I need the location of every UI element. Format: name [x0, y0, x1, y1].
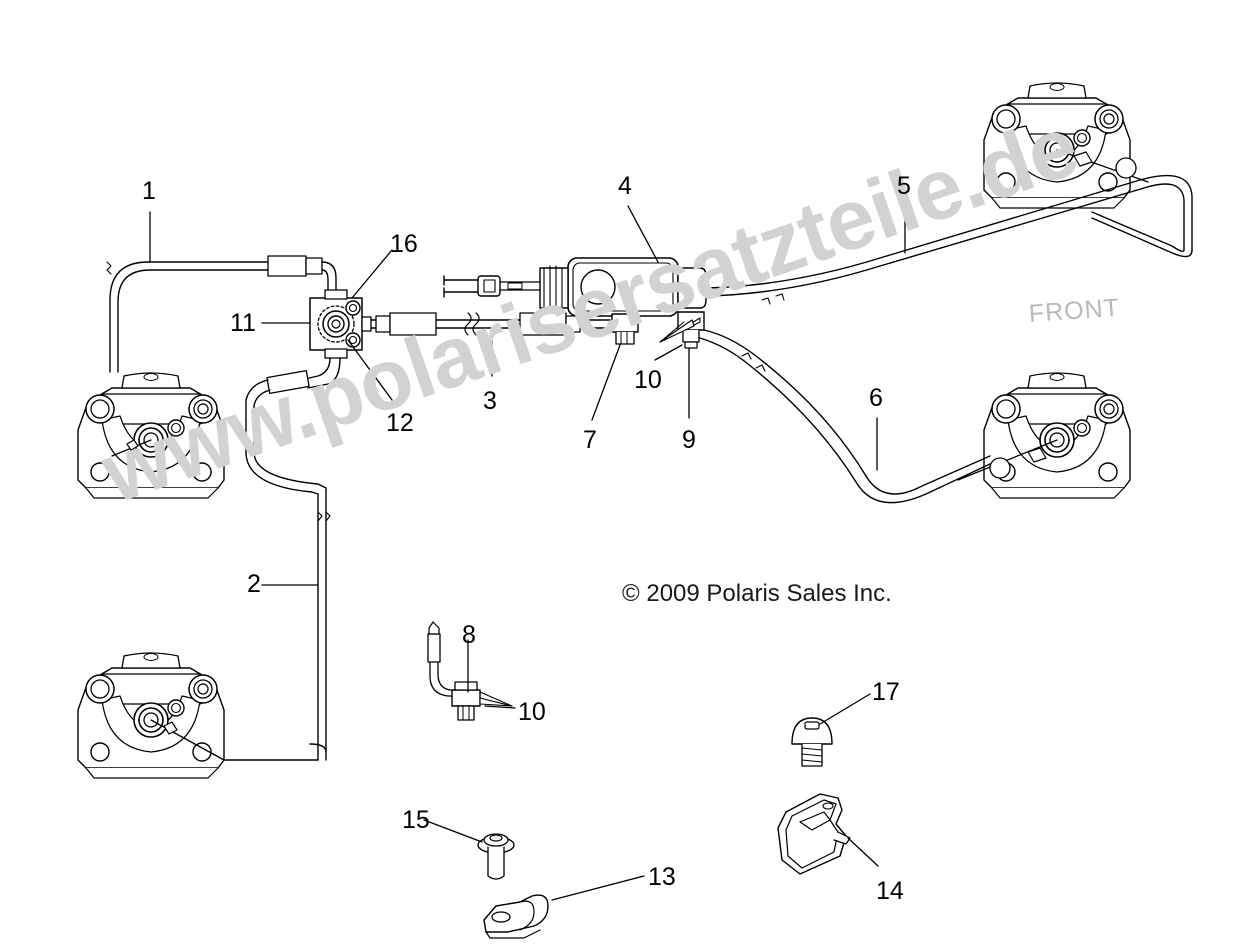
front-right-caliper [983, 82, 1149, 209]
callout-number-6: 6 [869, 384, 883, 412]
callout-number-10b: 10 [518, 698, 546, 726]
callout-number-1: 1 [142, 177, 156, 205]
callout-number-11: 11 [230, 309, 256, 337]
callout-number-4: 4 [618, 172, 632, 200]
callout-leaders [149, 205, 906, 901]
callout-number-5: 5 [897, 172, 911, 200]
rear-right-caliper [957, 372, 1131, 499]
callout-number-14: 14 [876, 877, 904, 905]
brake-line-5 [705, 174, 1193, 305]
leader-line-10b [484, 705, 516, 709]
front-left-caliper [77, 372, 225, 499]
cable-clamp-13 [483, 894, 549, 939]
callout-number-13: 13 [648, 863, 676, 891]
callout-number-8: 8 [462, 621, 476, 649]
leader-line-16 [351, 249, 393, 299]
leader-line-7 [591, 344, 621, 421]
master-cylinder [443, 257, 707, 349]
button-head-bolt-17 [791, 717, 833, 767]
copyright-notice: © 2009 Polaris Sales Inc. [622, 580, 892, 607]
mounting-bracket-14 [777, 793, 851, 875]
leader-line-17 [819, 693, 871, 725]
callout-number-15: 15 [402, 806, 430, 834]
callout-number-9: 9 [682, 426, 696, 454]
leader-line-14 [847, 837, 879, 867]
leader-line-4 [627, 205, 659, 263]
rear-left-caliper [77, 652, 225, 779]
leader-line-15 [423, 819, 483, 843]
brake-line-2 [223, 357, 341, 761]
brake-line-1 [106, 255, 337, 373]
callout-number-2: 2 [247, 570, 261, 598]
brake-line-6 [699, 329, 991, 504]
brake-line-fitting-8 [427, 621, 513, 721]
callout-number-16: 16 [390, 230, 418, 258]
junction-block [309, 289, 372, 359]
leader-line-10 [654, 344, 683, 361]
flange-screw-15 [477, 833, 515, 880]
callout-number-10: 10 [634, 366, 662, 394]
leader-line-13 [551, 875, 645, 901]
callout-number-3: 3 [483, 387, 497, 415]
leader-line-12 [347, 339, 393, 401]
brake-line-3 [370, 312, 611, 336]
callout-number-12: 12 [386, 409, 414, 437]
callout-number-7: 7 [583, 426, 597, 454]
callout-number-17: 17 [872, 678, 900, 706]
